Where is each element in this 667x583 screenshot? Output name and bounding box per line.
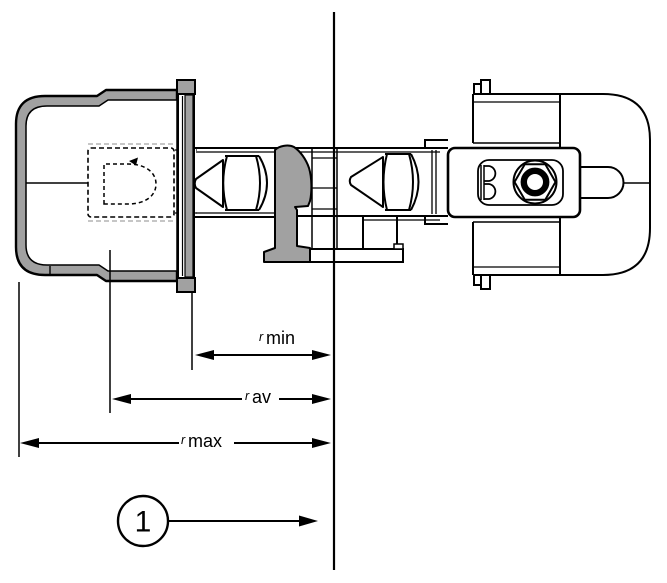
coupling-left-arc-outer [258,155,268,211]
support-flange-plate [297,248,404,263]
callout-1: 1 [116,494,318,548]
arrowhead-left [20,438,39,448]
pump-tab-bottom [473,274,491,290]
coupling-right-arc-outer [410,153,420,211]
r-max-label: max [188,431,222,451]
dashed-envelope-rect [87,147,175,218]
arrowhead-right [312,394,331,404]
coupling-left-cone [193,159,224,208]
r-max-sub: r [181,433,186,447]
coupling-right-arc-inner [382,153,388,211]
support-flange-lip [393,243,404,250]
flange-tab-bottom [176,277,196,293]
coupling-right [348,153,420,211]
pump-end-cap [602,93,651,276]
lantern-step-bottom [424,216,448,225]
r-min-sub: r [259,330,264,344]
slot-detail [480,165,497,200]
callout-number: 1 [135,506,152,539]
arrowhead-left [112,394,131,404]
flange-plate-gray-strip [184,94,194,278]
housing-shell-inner [25,99,178,272]
coupling-left-arc-mid [255,155,261,211]
arrowhead-right [312,350,331,360]
coupling-right-arc-mid [408,153,414,211]
pump-body [446,79,651,290]
arrowhead-left [195,350,214,360]
pump-tab-top [473,79,491,95]
lantern-step-top [424,139,448,148]
mounting-flange [176,79,196,293]
callout-arrowhead [299,515,318,527]
coupling-left [193,155,268,211]
dimension-r-min: r min [195,328,331,360]
dimension-r-av: r av [112,387,331,407]
arrowhead-right [312,438,331,448]
coupling-left-arc-inner [222,155,228,211]
bearing-housing-inner [477,159,564,206]
r-av-label: av [252,387,271,407]
shaft-lantern-section [194,139,448,262]
support-flange [297,243,404,263]
shaft-stub [580,166,625,199]
r-min-label: min [266,328,295,348]
drive-housing [14,88,197,283]
rotation-arrow-tick [129,157,138,166]
r-av-sub: r [245,389,250,403]
dimension-r-max: r max [20,431,331,451]
coupling-right-cone [348,156,384,208]
dimension-annotations: r min r av r max 1 [18,250,331,548]
hex-bolt [512,159,558,205]
flange-tab-top [176,79,196,95]
clamp-bracket [263,144,313,263]
